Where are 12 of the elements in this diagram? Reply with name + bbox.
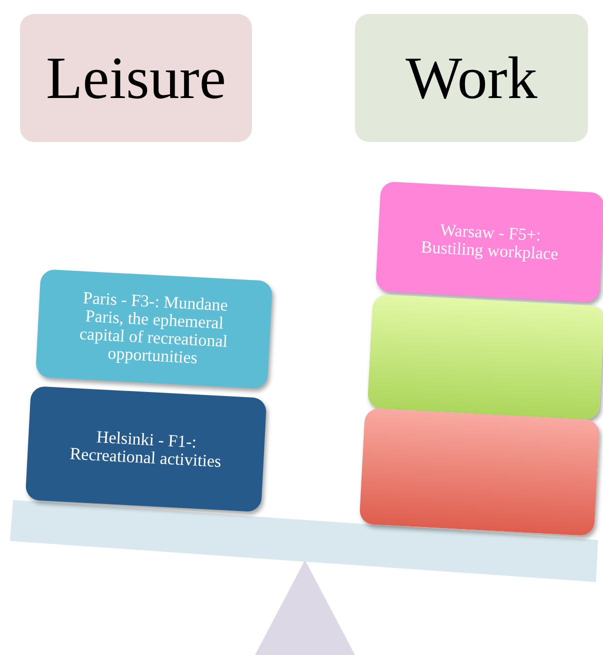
heading-box (20, 14, 252, 142)
card-text: Helsinki - F1-: Recreational activities (68, 426, 223, 472)
heading-box (355, 14, 588, 142)
weight-card (25, 386, 267, 512)
heading-text: Work (406, 44, 538, 112)
weight-card (367, 294, 603, 420)
weight-card (359, 408, 600, 536)
weight-card (35, 269, 273, 389)
card-text: Warsaw - F5+: Bustiling workplace (419, 220, 560, 264)
card-text: Paris - F3-: Mundane Paris, the ephemeral capital of recreational opportunities (78, 288, 230, 370)
heading-text: Leisure (46, 44, 226, 112)
weight-card (375, 181, 603, 303)
